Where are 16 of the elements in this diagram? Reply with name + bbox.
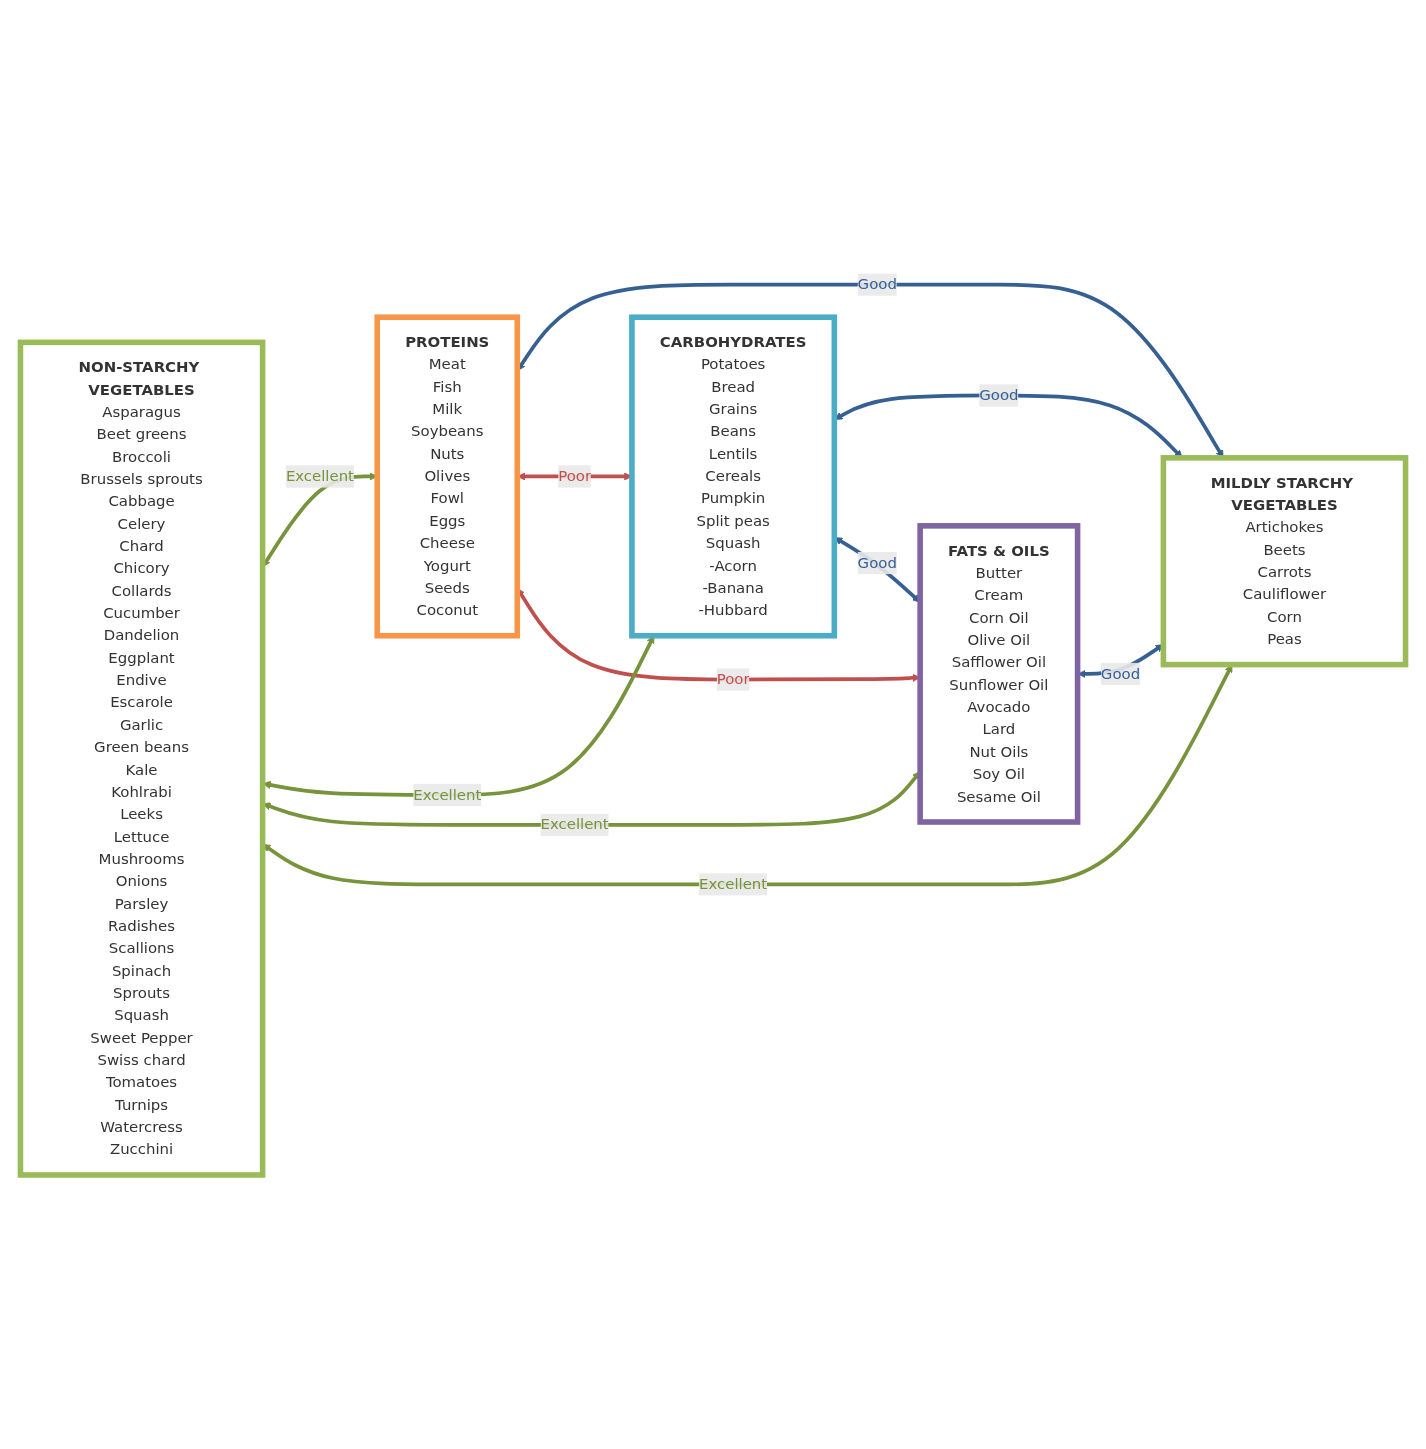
edge-label: Excellent — [413, 785, 482, 804]
edge-label: Good — [979, 386, 1019, 405]
node-box: CARBOHYDRATES Potatoes Bread Grains Beans Lentils Cereals Pumpkin Split peas Squash -Acorn -Banana -Hubbard — [629, 314, 838, 639]
edge-label: Good — [857, 554, 897, 572]
edge-label: Excellent — [699, 875, 768, 894]
edge-label: Poor — [716, 670, 750, 689]
edge-label: Poor — [558, 467, 592, 486]
edge-label: Excellent — [285, 467, 354, 486]
node-box: MILDLY STARCHY VEGETABLES Artichokes Beets Carrots Cauliflower Corn Peas — [1160, 455, 1409, 668]
edge-label: Excellent — [540, 815, 609, 834]
edge-label: Good — [857, 275, 897, 294]
arrow — [262, 664, 1233, 887]
node-box: NON-STARCHY VEGETABLES Asparagus Beet greens Broccoli Brussels sprouts Cabbage Celery Chard Chicory Collards Cucumber Dandelion Eggplant Endive Escarole Garlic Green beans Kale Kohlrabi Leeks Lettuce Mushrooms Onions Parsley Radishes Scallions Spinach Sprouts Squash Sweet Pepper Swiss chard Tomatoes Turnips Watercress Zucchini — [17, 339, 266, 1179]
node-box: FATS & OILS Butter Cream Corn Oil Olive Oil Safflower Oil Sunflower Oil Avocado Lard Nut Oils Soy Oil Sesame Oil — [917, 523, 1081, 826]
edge-label: Good — [1100, 664, 1141, 683]
node-box: PROTEINS Meat Fish Milk Soybeans Nuts Olives Fowl Eggs Cheese Yogurt Seeds Coconut — [374, 314, 521, 639]
